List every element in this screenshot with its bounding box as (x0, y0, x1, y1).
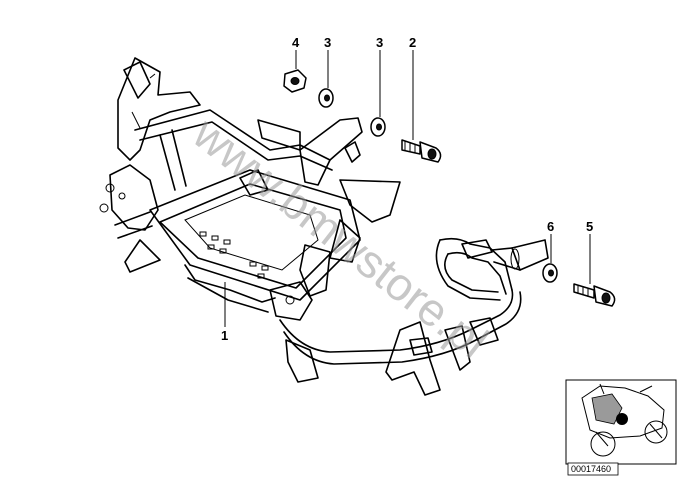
frame-bracket-part-1[interactable] (99, 57, 549, 396)
watermark-text: www.bmwstore.pl (183, 106, 498, 368)
callout-3a: 3 (324, 35, 331, 50)
washer-part-3a[interactable] (318, 88, 334, 108)
leader-lines (224, 50, 591, 327)
location-thumbnail[interactable]: 00017460 (565, 379, 677, 476)
washer-part-6[interactable] (542, 263, 558, 283)
callout-5: 5 (586, 219, 593, 234)
motorcycle-icon (581, 383, 668, 457)
nut-part-4[interactable] (283, 69, 307, 93)
callout-1: 1 (221, 328, 228, 343)
callout-3b: 3 (376, 35, 383, 50)
callout-6: 6 (547, 219, 554, 234)
location-marker (616, 413, 628, 425)
callout-labels: 4 3 3 2 6 5 1 (221, 35, 593, 343)
callout-4: 4 (292, 35, 300, 50)
callout-2: 2 (409, 35, 416, 50)
bolt-part-5[interactable] (573, 283, 616, 307)
bolt-part-2[interactable] (401, 139, 442, 163)
reference-code: 00017460 (571, 464, 611, 474)
washer-part-3b[interactable] (370, 117, 386, 137)
